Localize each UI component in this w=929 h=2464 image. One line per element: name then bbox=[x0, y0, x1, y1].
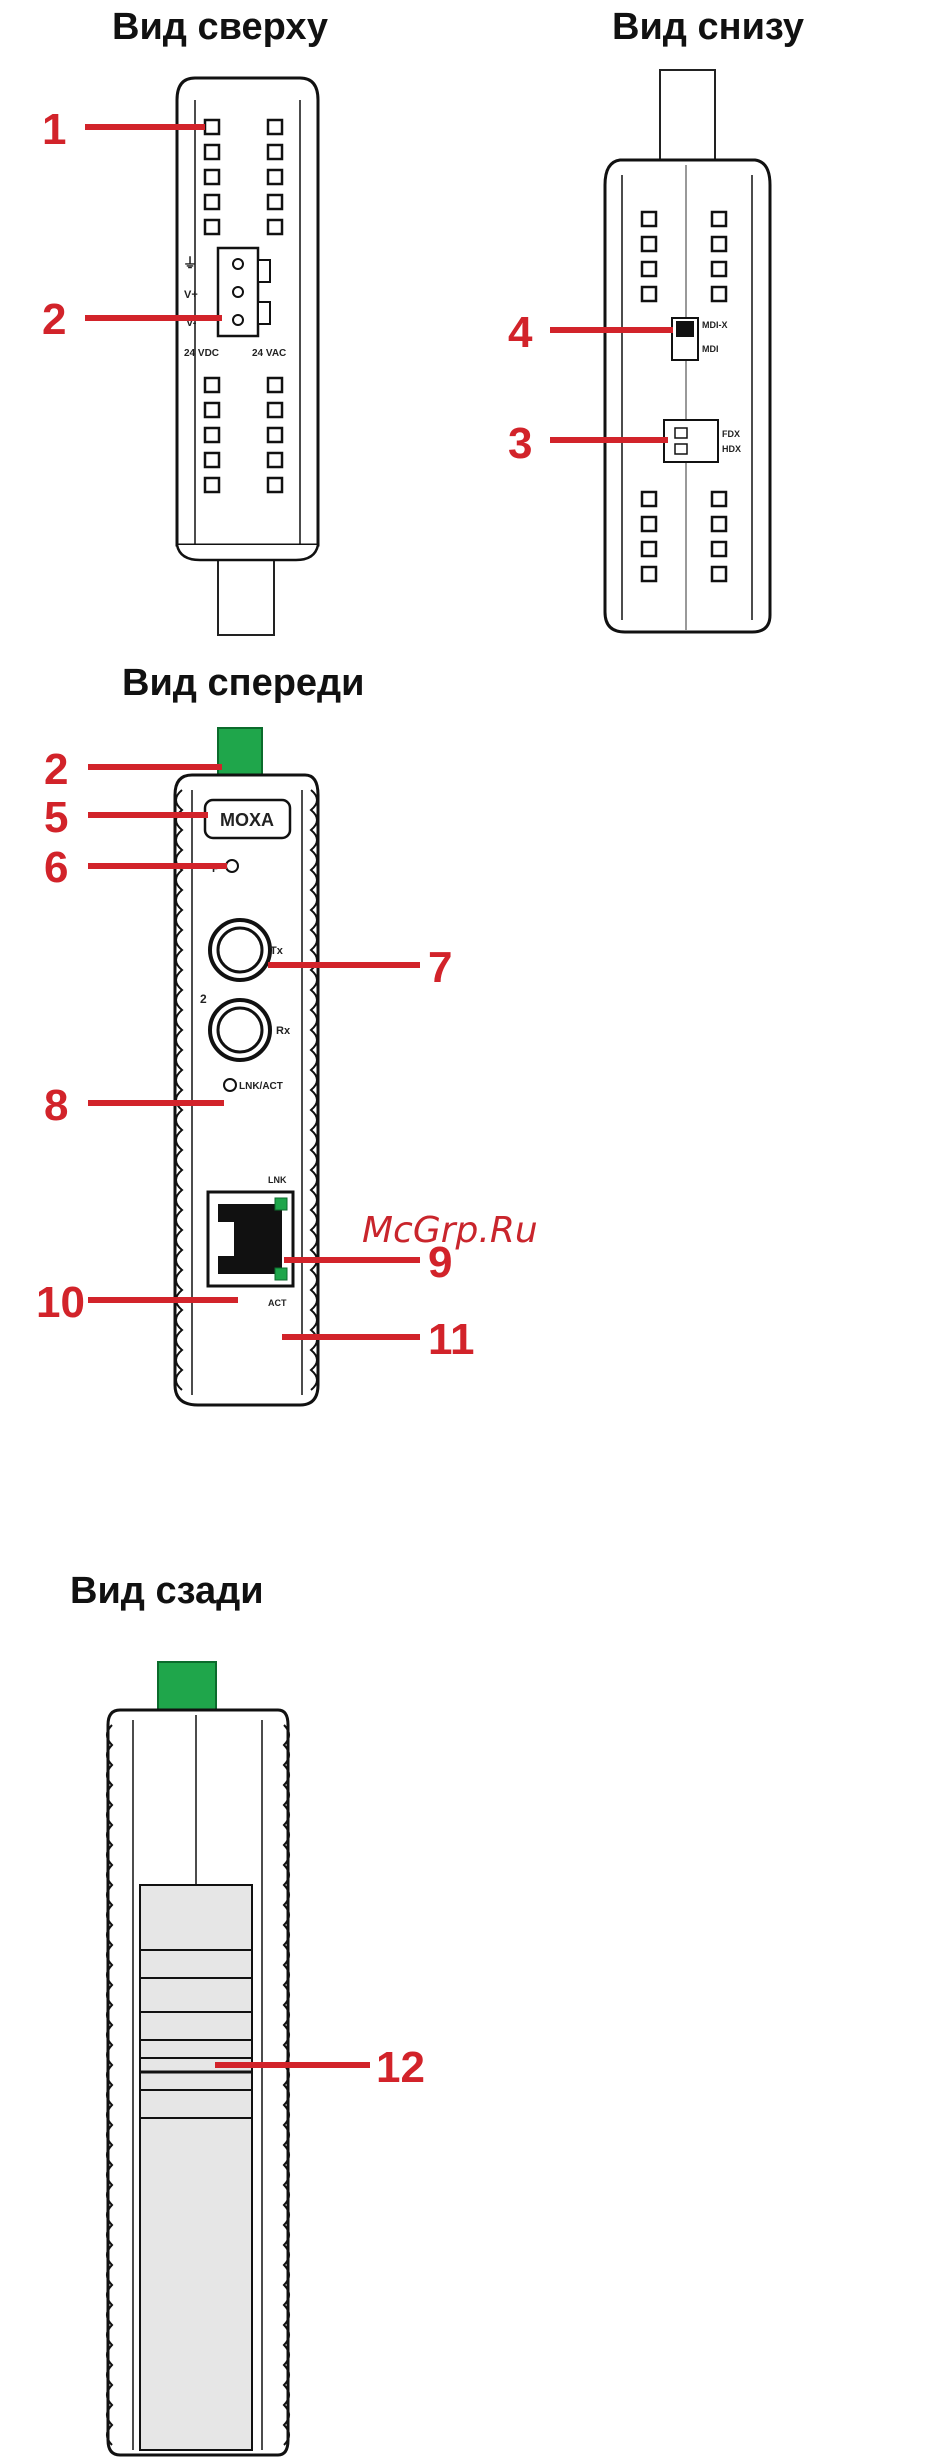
label-mdix: MDI-X bbox=[702, 320, 728, 330]
callout-9: 9 bbox=[428, 1238, 452, 1287]
rear-terminal-green bbox=[158, 1662, 216, 1712]
label-tx: Tx bbox=[270, 945, 284, 957]
label-fdx: FDX bbox=[722, 429, 740, 439]
label-act: ACT bbox=[268, 1298, 287, 1308]
bottom-din-clip bbox=[660, 70, 715, 160]
callout-1: 1 bbox=[42, 105, 66, 154]
brand-logo: MOXA bbox=[220, 810, 274, 830]
label-rx: Rx bbox=[276, 1025, 291, 1037]
label-24vac: 24 VAC bbox=[252, 348, 286, 359]
callout-8: 8 bbox=[44, 1081, 68, 1130]
callout-12: 12 bbox=[376, 2043, 425, 2092]
bottom-view: MDI-X MDI FDX HDX bbox=[605, 70, 770, 632]
label-ground: ⏚ bbox=[183, 255, 197, 271]
label-lnk: LNK bbox=[268, 1175, 287, 1185]
label-mdi: MDI bbox=[702, 344, 719, 354]
label-lnk-act: LNK/ACT bbox=[239, 1081, 283, 1092]
callout-2-top: 2 bbox=[42, 295, 66, 344]
rj45-act-led bbox=[275, 1268, 287, 1280]
callout-4: 4 bbox=[508, 308, 533, 357]
bottom-housing bbox=[605, 160, 770, 632]
fiber-lnk-act-led bbox=[224, 1079, 236, 1091]
callout-6: 6 bbox=[44, 843, 68, 892]
label-port-number: 2 bbox=[200, 992, 207, 1006]
rear-view bbox=[107, 1662, 289, 2455]
label-v-plus: V+ bbox=[184, 289, 198, 301]
label-24vdc: 24 VDC bbox=[184, 348, 219, 359]
rj45-lnk-led bbox=[275, 1198, 287, 1210]
label-hdx: HDX bbox=[722, 444, 741, 454]
din-rail-panel bbox=[140, 1885, 252, 2450]
top-view: ⏚ V+ V- 24 VDC 24 VAC bbox=[177, 78, 318, 635]
fdx-hdx-switch bbox=[664, 420, 718, 462]
callout-5: 5 bbox=[44, 793, 68, 842]
callout-2-front: 2 bbox=[44, 745, 68, 794]
callout-3: 3 bbox=[508, 419, 532, 468]
front-view: MOXA P Tx 2 Rx LNK/ACT LNK ACT bbox=[175, 728, 318, 1405]
front-terminal-green bbox=[218, 728, 262, 776]
callout-11: 11 bbox=[428, 1315, 475, 1364]
callout-7: 7 bbox=[428, 943, 452, 992]
power-led bbox=[226, 860, 238, 872]
callout-10: 10 bbox=[36, 1278, 85, 1327]
